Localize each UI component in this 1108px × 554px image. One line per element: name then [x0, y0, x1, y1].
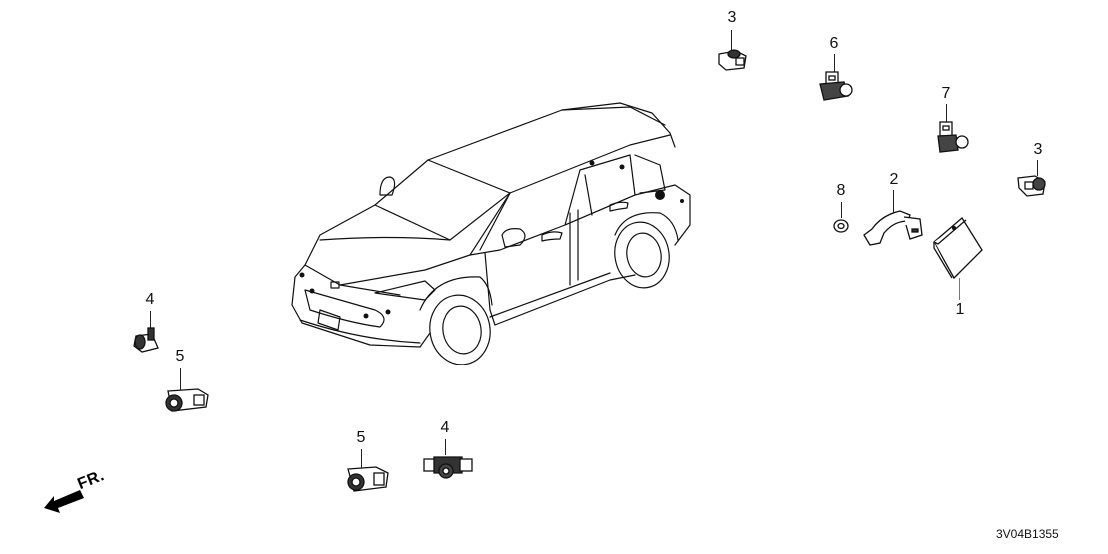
part-sensor-5[interactable]	[344, 463, 392, 493]
part-sensor-4[interactable]	[132, 326, 162, 356]
arrow-left-down-icon	[44, 490, 84, 513]
callout-number: 1	[955, 301, 965, 318]
part-sensor-bracket-6[interactable]	[818, 70, 854, 104]
part-sensor-4[interactable]	[422, 453, 474, 483]
callout-number: 5	[175, 348, 185, 365]
part-control-unit-1[interactable]	[930, 214, 986, 284]
leader-line	[445, 439, 446, 455]
leader-line	[959, 278, 960, 300]
leader-line	[893, 190, 894, 216]
leader-line	[1037, 160, 1038, 176]
callout-number: 3	[727, 9, 737, 26]
part-sensor-3[interactable]	[1015, 172, 1051, 198]
vehicle-illustration	[280, 95, 700, 365]
part-sensor-3[interactable]	[716, 46, 752, 72]
callout-number: 4	[440, 419, 450, 436]
part-sensor-bracket-7[interactable]	[936, 120, 972, 154]
part-wire-harness-2[interactable]	[862, 205, 928, 251]
leader-line	[841, 202, 842, 218]
callout-number: 7	[941, 85, 951, 102]
leader-line	[946, 104, 947, 124]
leader-line	[834, 54, 835, 74]
callout-number: 5	[356, 429, 366, 446]
leader-line	[180, 368, 181, 390]
leader-line	[361, 449, 362, 469]
part-sensor-5[interactable]	[162, 383, 212, 415]
part-grommet-8[interactable]	[832, 218, 850, 234]
callout-number: 2	[889, 171, 899, 188]
front-direction-indicator	[40, 476, 120, 516]
leader-line	[150, 311, 151, 329]
callout-number: 3	[1033, 141, 1043, 158]
leader-line	[731, 30, 732, 50]
diagram-code: 3V04B1355	[996, 527, 1059, 541]
callout-number: 6	[829, 35, 839, 52]
callout-number: 8	[836, 182, 846, 199]
callout-number: 4	[145, 291, 155, 308]
